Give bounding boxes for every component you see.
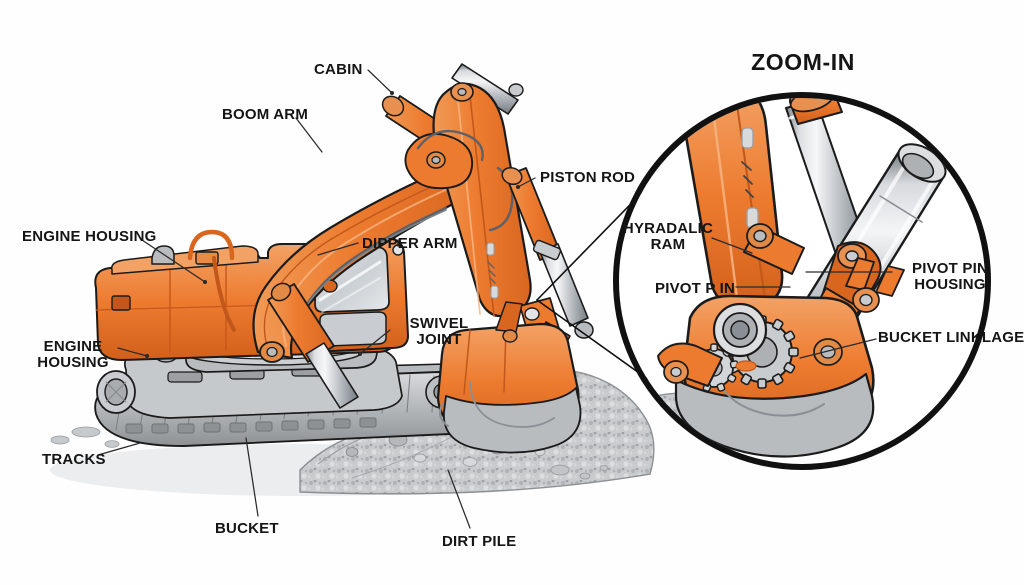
gear-cluster-shape [689,302,799,392]
zoom-circle-content [619,98,985,464]
label-piston-rod: PISTON ROD [540,169,636,186]
boom-arm-shape [252,166,479,363]
label-cabin: CABIN [314,61,363,78]
zoom-circle-outline [613,92,991,470]
label-dirt-pile: DIRT PILE [442,533,517,550]
label-boom-arm: BOOM ARM [222,106,309,123]
label-tracks: TRACKS [42,451,106,468]
label-hyradalic-ram: HYRADALIC RAM [622,220,714,254]
bucket-assembly-shape [436,297,582,454]
leader-lines [97,69,893,529]
zoom-in-title: ZOOM-IN [751,49,855,75]
label-bucket-linklage: BUCKET LINKLAGE [878,329,1024,346]
piston-rod-shape [501,166,594,339]
label-pivot-pin-housing: PIVOT PIN HOUSING [912,260,988,294]
label-bucket: BUCKET [215,520,279,537]
label-dipper-arm: DIPPER ARM [362,235,458,252]
label-engine-housing-bottom: ENGINE HOUSING [37,338,109,372]
label-engine-housing-top: ENGINE HOUSING [22,228,157,245]
pivot-pin-shape [712,302,768,358]
label-pivot-pin: PIVOT P IN [655,280,736,297]
label-swivel-joint: SWIVEL JOINT [409,315,469,349]
boom-lift-cylinder-shape [267,282,359,409]
bucket-linkage-left [743,223,805,275]
